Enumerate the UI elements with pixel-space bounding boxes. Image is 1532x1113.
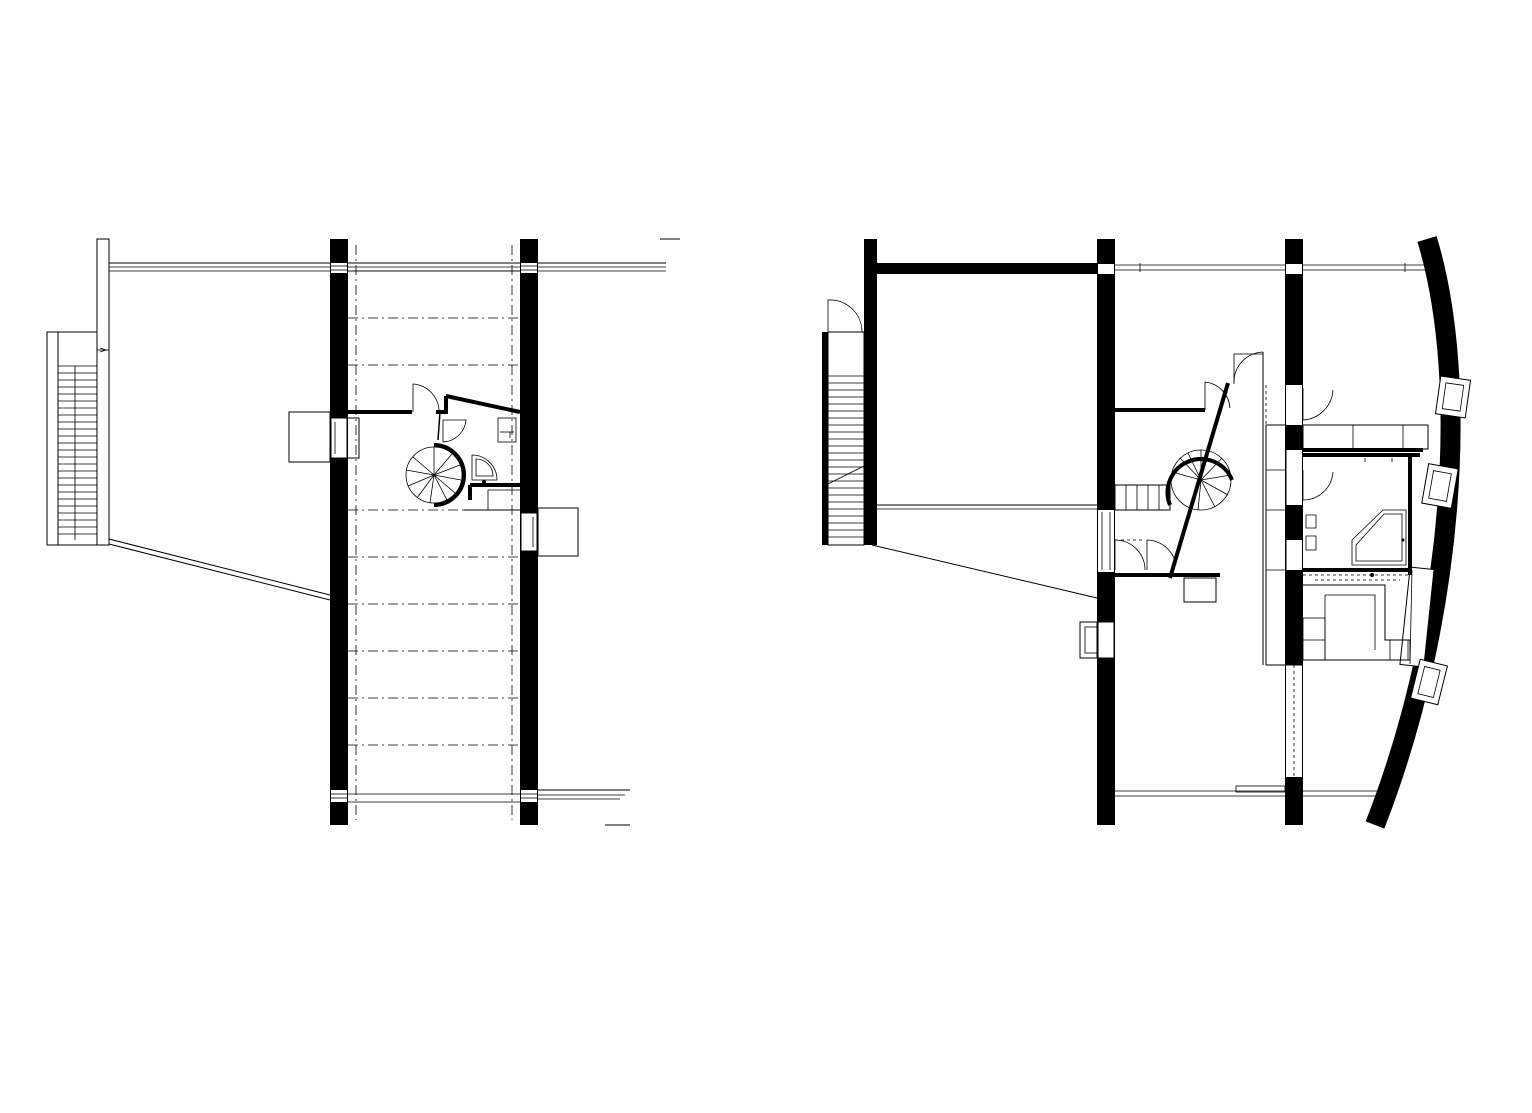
left-window-west: [288, 411, 360, 463]
right-wall-west: [864, 239, 877, 545]
left-bottom-rail: [538, 789, 630, 826]
left-void-guides: [348, 245, 520, 820]
left-core: [348, 383, 521, 511]
right-floor-plan: [822, 236, 1472, 829]
right-bath-area: [1265, 385, 1429, 666]
left-diagonal-rail: [108, 538, 331, 601]
left-top-rail: [109, 238, 680, 272]
right-glazing: [1115, 263, 1435, 797]
right-window-middle: [1079, 621, 1115, 659]
right-curved-wall: [1365, 236, 1472, 829]
left-window-east: [520, 507, 579, 557]
left-wall-west: [330, 239, 348, 825]
right-core: [1114, 351, 1264, 665]
right-exterior-stair: [822, 299, 865, 546]
left-floor-plan: [46, 238, 680, 826]
right-wall-top: [877, 263, 1097, 274]
left-exterior-stair: [46, 238, 110, 546]
